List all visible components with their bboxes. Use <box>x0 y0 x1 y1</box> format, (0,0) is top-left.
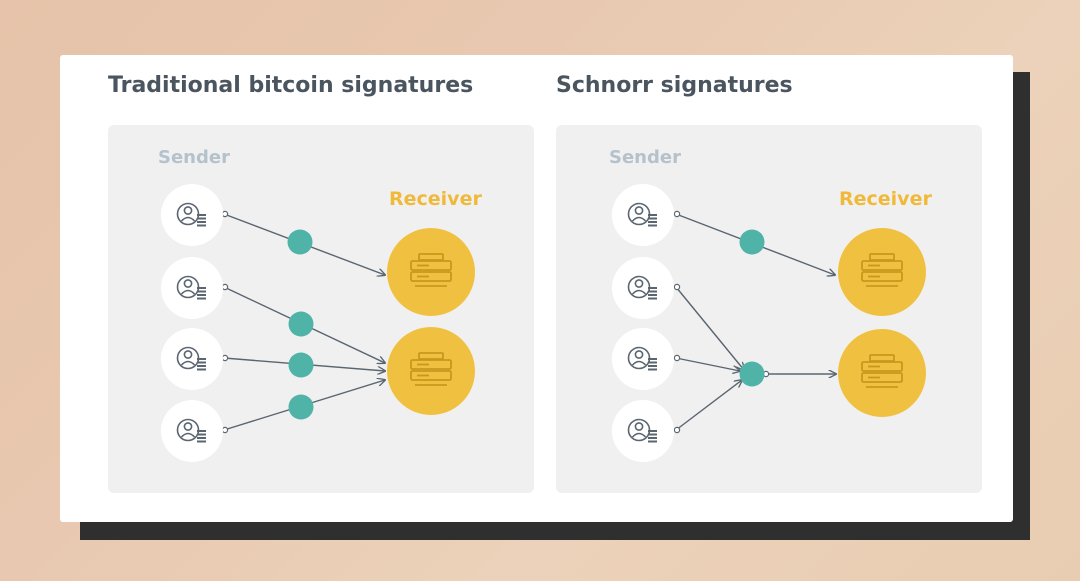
user-wallet-icon <box>160 256 224 320</box>
sender-label: Sender <box>158 147 230 168</box>
user-wallet-icon <box>160 399 224 463</box>
receiver-label: Receiver <box>839 188 932 210</box>
traditional-signatures-title: Traditional bitcoin signatures <box>108 73 474 98</box>
receiver-label: Receiver <box>389 188 482 210</box>
user-wallet-icon <box>160 183 224 247</box>
signature-dots <box>739 229 765 387</box>
user-wallet-icon <box>160 327 224 391</box>
user-wallet-icon <box>611 327 675 391</box>
signature-dots <box>287 229 314 420</box>
signature-dot <box>288 394 314 420</box>
schnorr-signatures-title: Schnorr signatures <box>556 73 793 98</box>
line-start-dots <box>221 210 229 434</box>
user-wallet-icon <box>611 256 675 320</box>
connector-lines <box>675 213 836 431</box>
server-icon <box>386 326 476 416</box>
server-icon <box>837 328 927 418</box>
receiver-nodes <box>386 227 476 416</box>
server-icon <box>386 227 476 317</box>
sender-label: Sender <box>609 147 681 168</box>
signature-dot <box>287 229 313 255</box>
signature-dot <box>288 352 314 378</box>
aggregated-signature-dot <box>739 361 765 387</box>
server-icon <box>837 227 927 317</box>
sender-nodes <box>611 183 675 463</box>
user-wallet-icon <box>611 183 675 247</box>
receiver-nodes <box>837 227 927 418</box>
user-wallet-icon <box>611 399 675 463</box>
sender-nodes <box>160 183 224 463</box>
signature-dot <box>288 311 314 337</box>
signature-dot <box>739 229 765 255</box>
